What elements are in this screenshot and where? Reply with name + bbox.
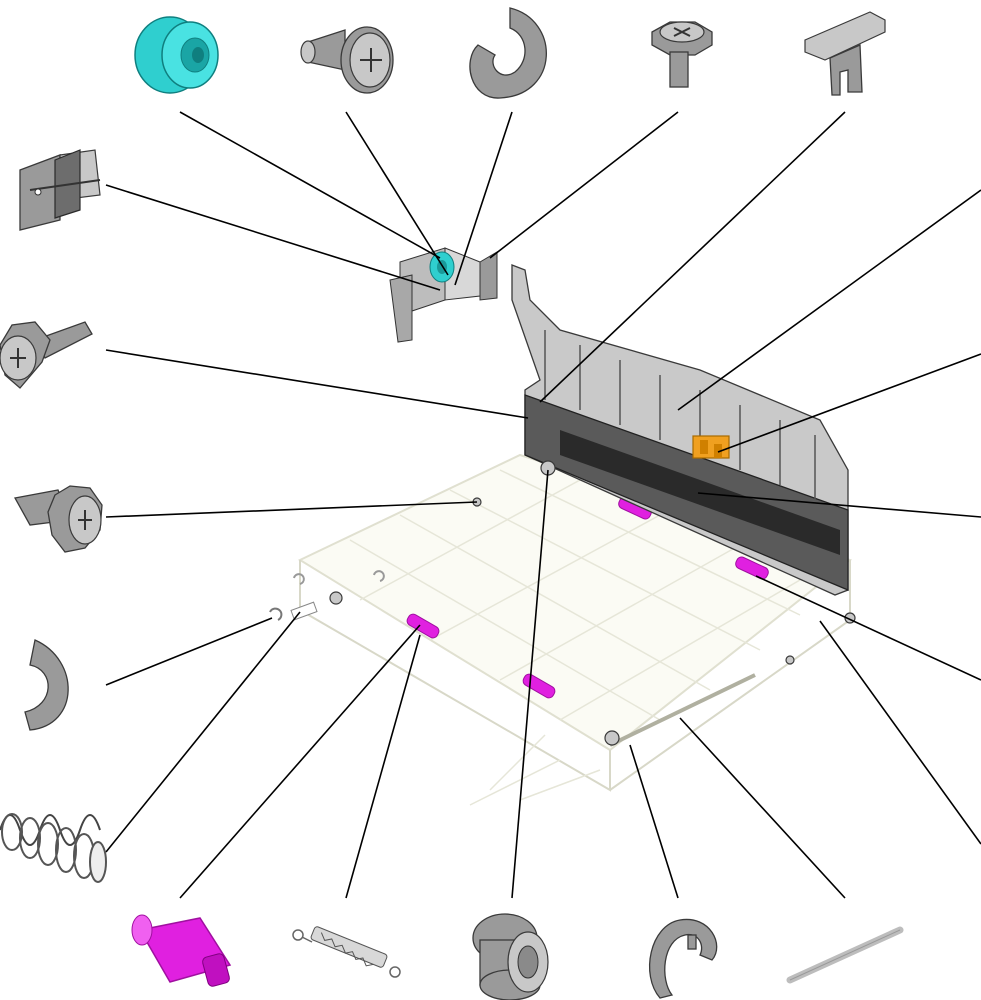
guide-rod-icon (786, 926, 904, 984)
pickup-roller-icon (131, 914, 232, 987)
mounting-bracket-icon (19, 149, 101, 231)
housing-assembly (511, 264, 849, 596)
roller-gear-icon (134, 16, 219, 94)
bracket-subassembly (389, 247, 498, 343)
flange-screw-small-icon (651, 21, 713, 88)
e-ring-large-icon (469, 7, 547, 99)
compression-spring-icon (0, 813, 107, 883)
guide-clip-icon (804, 11, 886, 96)
shoulder-screw-icon (300, 26, 394, 94)
e-clip-icon (648, 918, 718, 999)
hex-screw-short-icon (13, 485, 103, 553)
hex-screw-long-icon (0, 321, 93, 389)
leader-lines (105, 111, 981, 899)
c-ring-icon (24, 639, 69, 731)
bushing-icon (472, 913, 549, 1000)
tension-spring-icon (292, 926, 401, 978)
